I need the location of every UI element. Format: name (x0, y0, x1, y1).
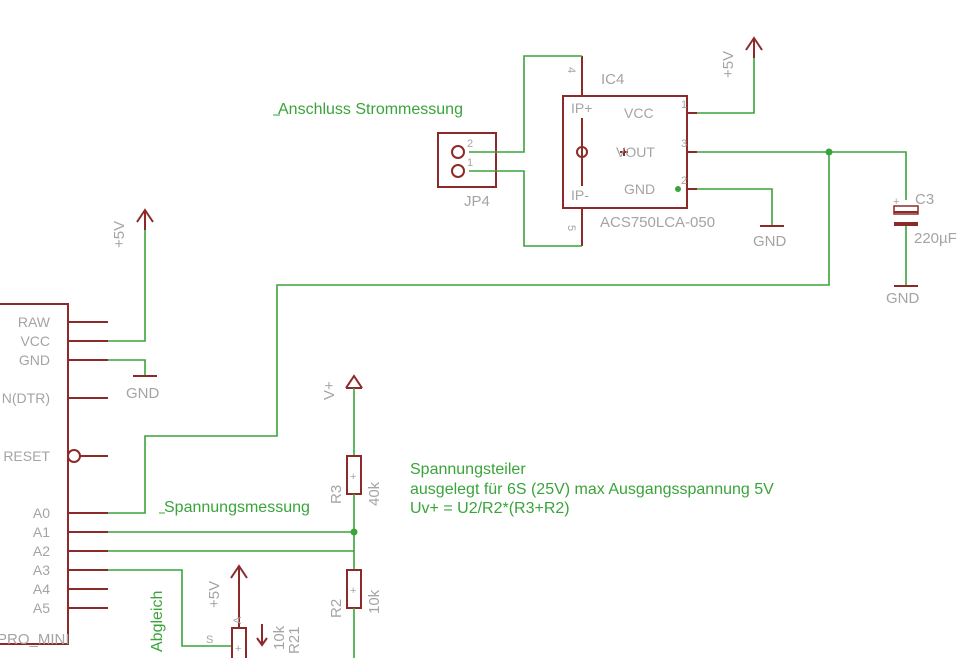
wire-arduino-vcc (108, 214, 146, 342)
c3-value: 220µF (914, 230, 957, 247)
wire-vout-c3 (697, 151, 907, 200)
arduino-name: PRO_MINI (0, 631, 70, 648)
ic4-pin1-number: 1 (681, 99, 687, 111)
ic4-pin-ipplus: IP+ (571, 100, 592, 116)
r3-value: 40k (366, 481, 383, 506)
arduino-pin-gnd: GND (19, 352, 50, 368)
arduino-pin-a4: A4 (33, 581, 50, 597)
r3-name: R3 (328, 485, 345, 504)
arduino-pin-a5: A5 (33, 600, 50, 616)
arduino-section: RAW VCC GND N(DTR) RESET A0 A1 A2 A3 A4 … (0, 208, 354, 648)
wire-jp4-ipplus (469, 55, 582, 153)
divider-title: Spannungsteiler (410, 461, 526, 478)
wire-a3-r21 (108, 569, 232, 647)
wire-ic4-gnd (697, 188, 773, 226)
voltage-measurement-note: Spannungsmessung (164, 499, 310, 516)
arduino-reset-bubble (67, 449, 81, 463)
arduino-pin-a2: A2 (33, 543, 50, 559)
c3-body[interactable] (893, 205, 919, 215)
jp4-label: JP4 (464, 193, 490, 210)
arduino-pin-reset: RESET (3, 448, 50, 464)
wire-ic4-vcc (697, 42, 755, 114)
r2-value: 10k (366, 589, 383, 614)
p5v-label-ic4: +5V (720, 51, 737, 78)
ic4-pin3-number: 3 (681, 138, 687, 150)
current-measurement-note: Anschluss Strommessung (278, 101, 463, 118)
r2-pin-mark: + (350, 585, 356, 597)
ic4-pin-vout: VOUT (616, 144, 655, 160)
arduino-pin-dtr: N(DTR) (2, 390, 50, 406)
wire-jp4-ipminus (469, 170, 582, 247)
gnd-label-arduino: GND (126, 385, 160, 402)
trim-section: Abgleich +5V + S A 10k R21 (149, 564, 303, 658)
ic4-pin-ipminus: IP- (571, 187, 589, 203)
c3-name: C3 (915, 191, 934, 208)
r21-wiper-arrow-head (256, 637, 268, 647)
divider-formula: Uv+ = U2/R2*(R3+R2) (410, 500, 570, 517)
wire-arduino-gnd (108, 359, 146, 376)
ic4-hall-symbol (576, 146, 588, 158)
vplus-arrow (345, 374, 363, 389)
gnd-label-ic4: GND (753, 233, 787, 250)
divider-junction (350, 528, 358, 536)
r21-body[interactable] (231, 627, 247, 658)
r21-pin-mark: + (235, 643, 241, 655)
ic4-pin4-number: 4 (565, 67, 577, 73)
arduino-pin-a0: A0 (33, 505, 50, 521)
r21-pin-s: S (206, 634, 213, 646)
jp4-pin1-pad (451, 164, 465, 178)
voltage-divider-section: V+ + R3 40k + R2 10k Spannungsteiler aus… (321, 374, 774, 658)
arduino-body[interactable] (0, 303, 69, 645)
divider-description: ausgelegt für 6S (25V) max Ausgangsspann… (410, 481, 774, 498)
ic4-name: IC4 (601, 71, 624, 88)
ic4-pin-gnd: GND (624, 181, 655, 197)
p5v-label-arduino: +5V (111, 221, 128, 248)
p5v-label-r21: +5V (206, 581, 223, 608)
wire-vout-a0 (108, 152, 830, 514)
ic4-pin5-number: 5 (565, 225, 577, 231)
ic4-pin2-number: 2 (681, 175, 687, 187)
arduino-pin-vcc: VCC (20, 333, 50, 349)
jp4-connector-body[interactable] (437, 132, 497, 188)
r2-name: R2 (328, 599, 345, 618)
ic4-value: ACS750LCA-050 (600, 214, 715, 231)
gnd-label-c3: GND (886, 290, 920, 307)
r21-pin-a: A (232, 616, 244, 624)
current-sensor-section: Anschluss Strommessung 2 1 JP4 IC4 ACS75… (108, 36, 957, 514)
ic4-gnd-junction (675, 186, 681, 192)
jp4-pin2-pad (451, 145, 465, 159)
c3-plus-mark: + (893, 196, 899, 208)
arduino-pin-raw: RAW (18, 314, 51, 330)
abgleich-note: Abgleich (149, 591, 166, 652)
c3-plate-negative (894, 222, 918, 226)
r3-pin-mark: + (350, 471, 356, 483)
arduino-pin-a1: A1 (33, 524, 50, 540)
r21-name: R21 (286, 626, 303, 654)
jp4-pin2-number: 2 (467, 138, 473, 150)
vplus-label: V+ (321, 381, 338, 400)
r21-value: 10k (271, 625, 288, 650)
jp4-pin1-number: 1 (467, 157, 473, 169)
arduino-pin-a3: A3 (33, 562, 50, 578)
ic4-pin-vcc: VCC (624, 105, 654, 121)
